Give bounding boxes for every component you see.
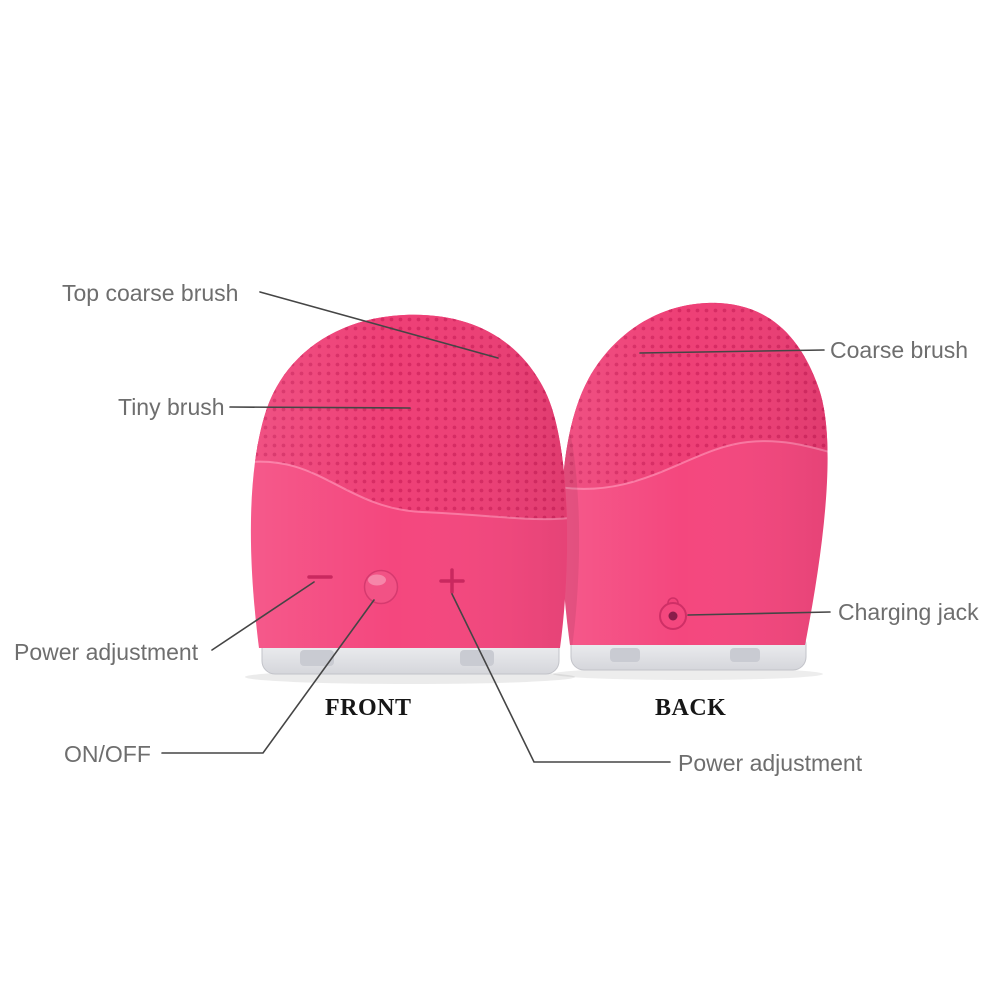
label-power-adjustment-bottom: Power adjustment (678, 750, 863, 776)
power-button-dome (363, 569, 399, 605)
label-tiny-brush: Tiny brush (118, 394, 225, 420)
callout-line-power-adjustment-bottom (451, 593, 671, 763)
label-charging-jack: Charging jack (838, 599, 979, 625)
callout-line-power-adjustment-left (211, 581, 315, 651)
label-top-coarse-brush: Top coarse brush (62, 280, 239, 306)
back-base-foot (730, 648, 760, 662)
label-power-adjustment-left: Power adjustment (14, 639, 199, 665)
callout-line-top-coarse-brush (259, 291, 499, 359)
front-brush-area (250, 314, 568, 648)
charging-jack-hole (668, 611, 678, 621)
label-on-off: ON/OFF (64, 741, 151, 767)
front-base-foot (300, 650, 334, 666)
back-device-shadow (553, 668, 823, 680)
front-device (250, 314, 568, 675)
power-button-highlight (368, 574, 386, 586)
front-base-foot (460, 650, 494, 666)
caption-back: BACK (655, 695, 727, 721)
callout-line-on-off (161, 599, 375, 754)
label-coarse-brush: Coarse brush (830, 337, 969, 363)
front-body-shading (250, 314, 568, 648)
power-plus-icon (439, 568, 465, 594)
callout-line-tiny-brush (229, 406, 411, 409)
callout-line-coarse-brush (639, 349, 825, 354)
caption-front: FRONT (325, 695, 412, 721)
back-base-foot (610, 648, 640, 662)
power-button (363, 569, 399, 605)
callout-line-charging-jack (687, 611, 831, 616)
back-body-shading (561, 302, 828, 645)
callout-lines (161, 291, 831, 763)
charging-jack (659, 597, 687, 630)
